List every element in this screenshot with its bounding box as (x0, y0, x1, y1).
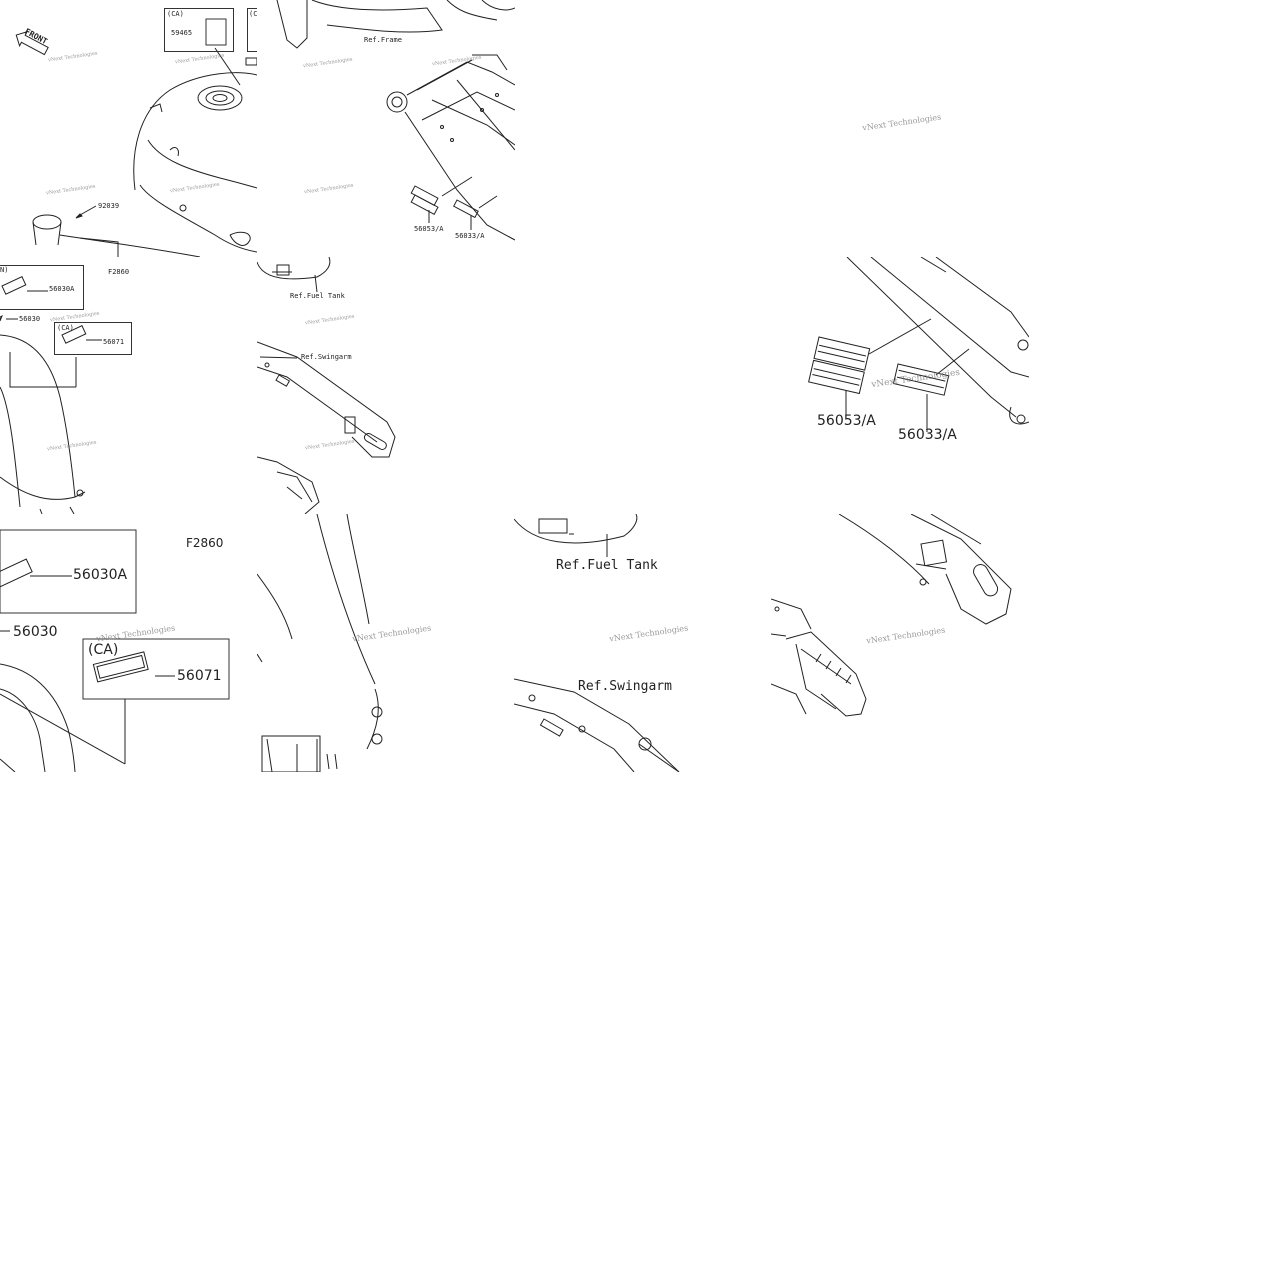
part-56030a: 56030A (49, 285, 75, 293)
fuel-tank-drawing (15, 18, 257, 257)
seat-zoom-drawing (0, 529, 230, 772)
ca-label: (CA) (57, 324, 74, 332)
sticker-zoom-drawing (808, 257, 1029, 432)
ca-label: (CA) (88, 642, 119, 658)
ca-callout-box (164, 8, 234, 52)
front-arrow-icon (15, 30, 49, 56)
tile-fuel-tank-zoom: vNext Technologies (257, 514, 515, 772)
ref-fuel-tank-label: Ref.Fuel Tank (290, 292, 345, 300)
swingarm-end-drawing (771, 514, 1012, 717)
watermark: vNext Technologies (861, 112, 942, 133)
part-56030a: 56030A (73, 567, 128, 583)
figure-number: F2860 (186, 536, 224, 550)
ca-callout-box (54, 322, 132, 355)
swingarm-drawing (257, 257, 396, 514)
n-callout-box (0, 265, 84, 310)
part-56033a: 56033/A (898, 427, 957, 443)
c-callout-box (247, 8, 257, 52)
ref-frame-label: Ref.Frame (364, 36, 402, 44)
ref-swingarm-label: Ref.Swingarm (301, 353, 352, 361)
part-56071: 56071 (103, 338, 125, 346)
tile-reference-parts: Ref.Fuel Tank Ref.Swingarm vNext Technol… (257, 257, 515, 514)
ref-swingarm-label: Ref.Swingarm (578, 679, 672, 694)
tile-seat-zoom: F2860 56030A 56030 (CA) 56071 vNext Tech… (0, 514, 257, 772)
part-56053a: 56053/A (414, 225, 444, 233)
ref-fuel-tank-label: Ref.Fuel Tank (556, 558, 658, 573)
part-56030: 56030 (19, 315, 41, 323)
figure-number: F2860 (108, 268, 130, 276)
part-59465: 59465 (171, 29, 193, 37)
part-56053a: 56053/A (817, 413, 876, 429)
tile-sticker-zoom: 56053/A 56033/A vNext Technologies (771, 257, 1029, 514)
part-56033a: 56033/A (455, 232, 485, 240)
seat-drawing (0, 276, 102, 514)
part-56071: 56071 (177, 668, 222, 684)
fuel-tank-zoom-drawing (257, 514, 383, 772)
tile-seat-labels: N) 56030A 56030 (CA) 56071 F2860 vNext T… (0, 257, 257, 514)
tile-reference-zoom: Ref.Fuel Tank Ref.Swingarm vNext Technol… (514, 514, 771, 772)
tile-frame-overview: Ref.Frame 56053/A 56033/A vNext Technolo… (257, 0, 515, 257)
n-label: N) (0, 266, 9, 274)
ca-label: (CA) (167, 10, 184, 18)
part-92039: 92039 (98, 202, 120, 210)
frame-drawing (276, 0, 515, 241)
part-56030: 56030 (13, 624, 58, 640)
c-label: (C (249, 10, 257, 18)
tile-fuel-tank-overview: FRONT (CA) (C 59465 92039 vNext Technolo… (0, 0, 257, 257)
reference-zoom-drawing (514, 514, 680, 772)
tile-swingarm-end-zoom: vNext Technologies (771, 514, 1029, 772)
